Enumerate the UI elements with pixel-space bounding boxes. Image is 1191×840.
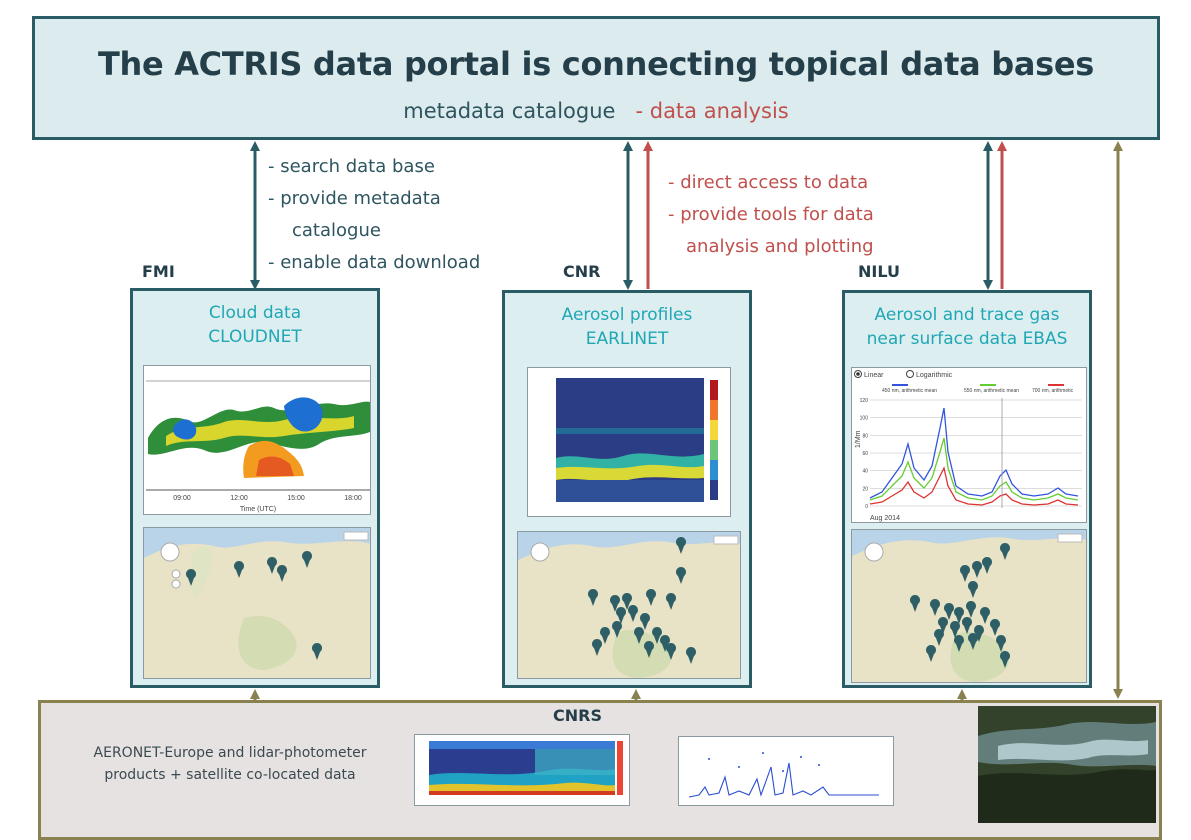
map-type-control[interactable] [343,531,369,541]
cloudnet-title-line1: Cloud data [208,303,302,323]
map-nav-control[interactable] [864,542,884,562]
cloudnet-plot: 09:00 12:00 15:00 18:00 Time (UTC) [143,365,371,515]
earlinet-title-line1: Aerosol profiles [561,305,693,325]
map-type-control[interactable] [713,535,739,545]
ebas-ylabel: 1/Mm [855,430,862,448]
ebas-map [851,529,1087,683]
aeronet-timeseries-plot [678,736,894,806]
ebas-ytick: 120 [860,398,869,404]
subtitle-metadata: metadata catalogue [403,99,616,123]
cloudnet-xlabel: Time (UTC) [240,506,276,513]
ebas-ytick: 60 [862,451,868,457]
map-type-control[interactable] [1057,533,1083,543]
radio-log[interactable] [906,370,914,378]
institute-nilu: NILU [858,262,900,281]
ebas-ytick: 20 [862,486,868,492]
ebas-title-line2: near surface data EBAS [866,329,1068,349]
aeronet-profile-plot [414,734,630,806]
subtitle-analysis: - data analysis [635,99,789,123]
cloudnet-xtick-1: 12:00 [230,495,248,502]
ebas-gridlines [870,399,1082,507]
label-download: - enable data download [268,252,481,273]
portal-subtitle: metadata catalogue - data analysis [35,99,1157,123]
institute-fmi: FMI [142,262,175,281]
label-search: - search data base [268,156,435,177]
earlinet-station-markers [588,537,696,664]
aeronet-line2: products + satellite co-located data [104,767,356,783]
earlinet-title: Aerosol profiles EARLINET [505,303,749,351]
earlinet-map [517,531,741,679]
aeronet-description: AERONET-Europe and lidar-photometer prod… [50,742,410,786]
cloudnet-map [143,527,371,679]
ebas-title-line1: Aerosol and trace gas [874,305,1060,325]
earlinet-box: Aerosol profiles EARLINET [502,290,752,688]
ebas-xlabel: Aug 2014 [870,515,900,522]
label-provide-tools: - provide tools for data [668,204,874,225]
ebas-ytick: 0 [865,504,868,510]
legend-700: 700 nm, arithmetic [1032,388,1074,394]
legend-450: 450 nm, arithmetic mean [882,388,937,394]
ebas-ytick: 80 [862,433,868,439]
radio-log-label: Logarithmic [916,372,953,379]
satellite-image [978,706,1156,823]
cloudnet-xtick-2: 15:00 [287,495,305,502]
ebas-ytick: 100 [860,416,869,422]
map-nav-control[interactable] [160,542,180,562]
label-metadata: - provide metadata [268,188,441,209]
radio-linear-label: Linear [864,372,884,379]
institute-cnr: CNR [563,262,601,281]
earlinet-plot [527,367,731,517]
map-nav-control[interactable] [530,542,550,562]
portal-header: The ACTRIS data portal is connecting top… [32,16,1160,140]
institute-cnrs: CNRS [553,706,602,725]
portal-title: The ACTRIS data portal is connecting top… [97,45,1095,83]
cloudnet-xtick-3: 18:00 [344,495,362,502]
series-550 [869,437,1079,501]
cloudnet-xtick-0: 09:00 [173,495,191,502]
label-analysis-plotting: analysis and plotting [686,236,874,257]
ebas-station-markers [910,543,1010,668]
series-700 [869,466,1079,506]
earlinet-title-line2: EARLINET [585,329,669,349]
series-450 [869,407,1079,499]
cloudnet-station-markers [186,551,322,660]
ebas-box: Aerosol and trace gas near surface data … [842,290,1092,688]
ebas-plot: Linear Logarithmic 450 nm, arithmetic me… [851,367,1087,523]
label-direct-access: - direct access to data [668,172,869,193]
map-zoom-out[interactable] [171,579,181,589]
aeronet-line1: AERONET-Europe and lidar-photometer [93,745,367,761]
cloudnet-title: Cloud data CLOUDNET [133,301,377,349]
legend-550: 550 nm, arithmetic mean [964,388,1019,394]
ebas-title: Aerosol and trace gas near surface data … [845,303,1089,351]
label-catalogue: catalogue [292,220,381,241]
map-zoom-in[interactable] [171,569,181,579]
cloudnet-box: Cloud data CLOUDNET 09:00 12:00 15:00 18… [130,288,380,688]
cloudnet-title-line2: CLOUDNET [208,327,302,347]
ebas-ytick: 40 [862,469,868,475]
